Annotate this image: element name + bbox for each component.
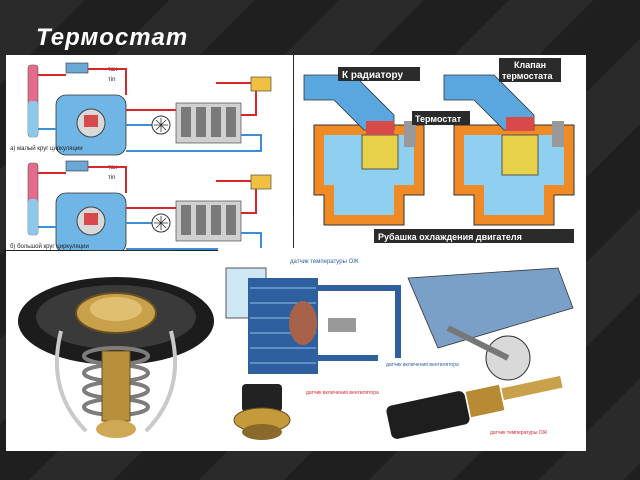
- label-fan-sensor: датчик включения вентилятора: [386, 362, 459, 368]
- thermostat-closed-drawing: [303, 74, 425, 226]
- cooling-system-sensors-image: датчик температуры ОЖ датчик включения в…: [218, 248, 586, 451]
- scheme-label-min-2: тin: [108, 175, 115, 181]
- caption-big-circuit: б) большой круг циркуляции: [10, 243, 89, 250]
- label-thermostat: Термостат: [415, 114, 462, 124]
- label-temp-gauge-sensor: датчик температуры ОЖ: [490, 430, 548, 436]
- label-cooling-jacket: Рубашка охлаждения двигателя: [378, 232, 522, 242]
- circulation-scheme-image: тах тin а) малый круг циркуляции тах: [6, 55, 293, 250]
- thermostat-cross-section-image: К радиатору Клапан термостата Термостат …: [294, 55, 586, 248]
- scheme-label-min: тin: [108, 77, 115, 83]
- big-circuit-scheme: тах тin б) большой круг циркуляции: [10, 160, 272, 250]
- slide-title: Термостат: [36, 24, 189, 51]
- fan-switch-sensor-photo: [233, 384, 291, 440]
- label-valve-line1: Клапан: [514, 60, 546, 70]
- thermostat-open-drawing: [443, 74, 575, 226]
- label-fan-switch: датчик включения вентилятора: [306, 390, 379, 396]
- coolant-temp-sensor-photo: [386, 375, 563, 439]
- label-coolant-temp-sensor: датчик температуры ОЖ: [290, 259, 359, 265]
- thermostat-photo: [6, 251, 218, 451]
- label-valve-line2: термостата: [502, 71, 554, 81]
- label-to-radiator: К радиатору: [342, 70, 403, 81]
- caption-small-circuit: а) малый круг циркуляции: [10, 145, 83, 152]
- small-circuit-scheme: тах тin а) малый круг циркуляции: [10, 62, 272, 156]
